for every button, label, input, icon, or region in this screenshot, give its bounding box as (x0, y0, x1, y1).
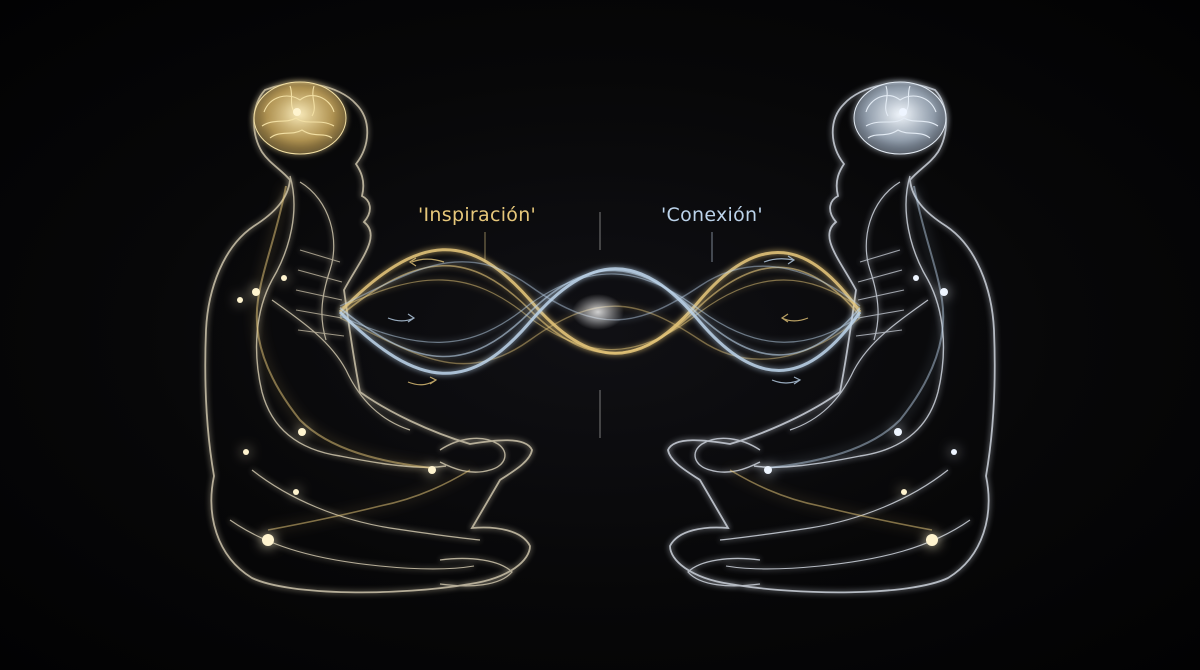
left-energy-nodes (237, 108, 436, 546)
left-figure (204, 81, 533, 594)
brain-icon (253, 81, 347, 155)
center-glow (572, 294, 624, 330)
right-figure (667, 81, 996, 594)
brain-icon (853, 81, 947, 155)
arrow-icon (387, 255, 809, 386)
energy-waves (338, 248, 862, 375)
inspiration-label: 'Inspiración' (418, 204, 537, 226)
connection-label: 'Conexión' (661, 204, 763, 226)
right-energy-nodes (764, 108, 957, 474)
